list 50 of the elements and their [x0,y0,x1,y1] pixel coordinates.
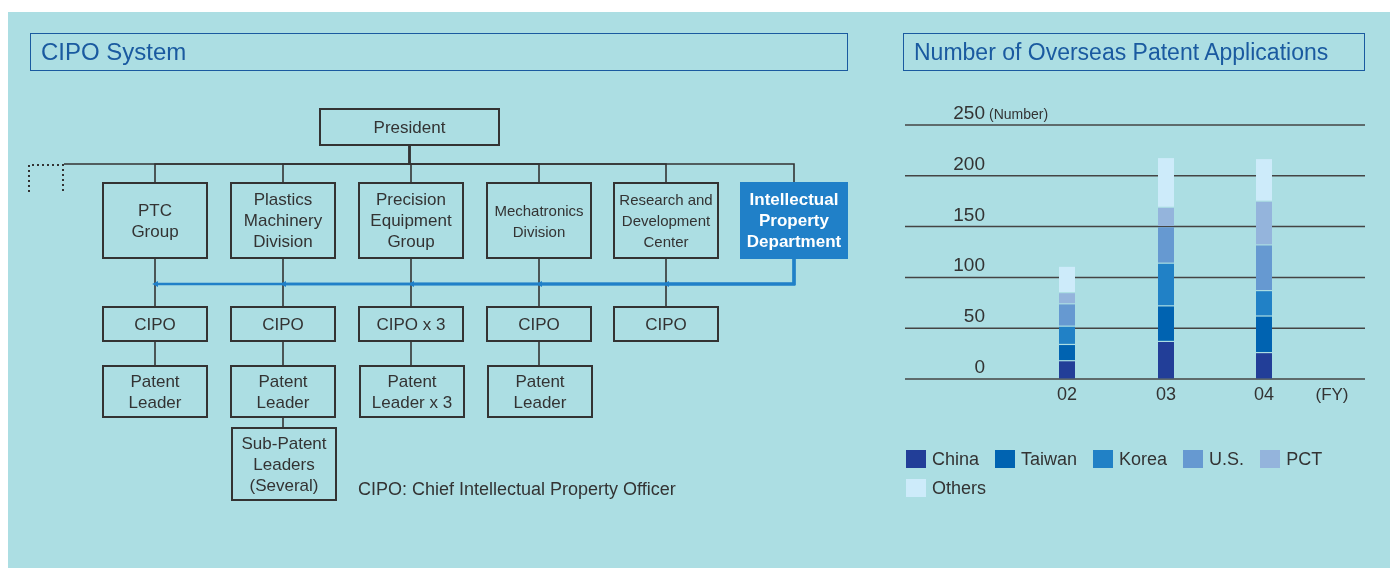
legend-label: China [932,447,980,471]
org-box: Precision Equipment Group [358,182,464,259]
axis-label: (FY) [1315,385,1349,404]
section-title: Number of Overseas Patent Applications [903,33,1365,71]
footnote: CIPO: Chief Intellectual Property Officer [358,478,676,501]
connector-line [154,341,156,366]
tick-label: 02 [1057,384,1077,404]
connector-line [282,341,284,366]
org-box: Plastics Machinery Division [230,182,336,259]
connector-line [538,341,540,366]
tick-label: 150 [953,203,985,225]
org-box: Research and Development Center [613,182,719,259]
legend-label: U.S. [1209,447,1245,471]
org-box: Patent Leader [102,365,208,418]
tick-label: 50 [963,305,985,327]
tick-label: 100 [953,254,985,276]
tick-label: 250 [953,102,985,123]
dotted-box [28,164,64,192]
highlighted-box: Intellectual Property Department [740,182,848,259]
connector-line [410,258,412,307]
connector-line [410,341,412,366]
legend-label: Taiwan [1021,447,1078,471]
org-box: Patent Leader x 3 [359,365,465,418]
tick-label: 0 [974,356,985,377]
org-box: CIPO [613,306,719,342]
arrow [663,259,796,287]
legend-label: PCT [1286,447,1323,471]
org-box: President [319,108,500,146]
org-box: CIPO [230,306,336,342]
connector-line [282,258,284,307]
connector-line [665,258,667,307]
legend-label: Others [932,476,987,500]
org-box: Patent Leader [230,365,336,418]
tick-label: 04 [1254,384,1274,404]
org-box: CIPO [486,306,592,342]
org-box: CIPO [102,306,208,342]
connector-line [154,258,156,307]
org-box: Mechatronics Division [486,182,592,259]
org-box: PTC Group [102,182,208,259]
org-box: Sub-Patent Leaders (Several) [231,427,337,501]
connector-line [63,145,411,165]
section-title: CIPO System [30,33,848,71]
connector-line [282,417,284,428]
connector-line [538,258,540,307]
axis-label: (Number) [989,106,1049,122]
tick-label: 200 [953,152,985,174]
org-box: Patent Leader [487,365,593,418]
tick-label: 03 [1156,384,1176,404]
org-box: CIPO x 3 [358,306,464,342]
legend-label: Korea [1119,447,1168,471]
